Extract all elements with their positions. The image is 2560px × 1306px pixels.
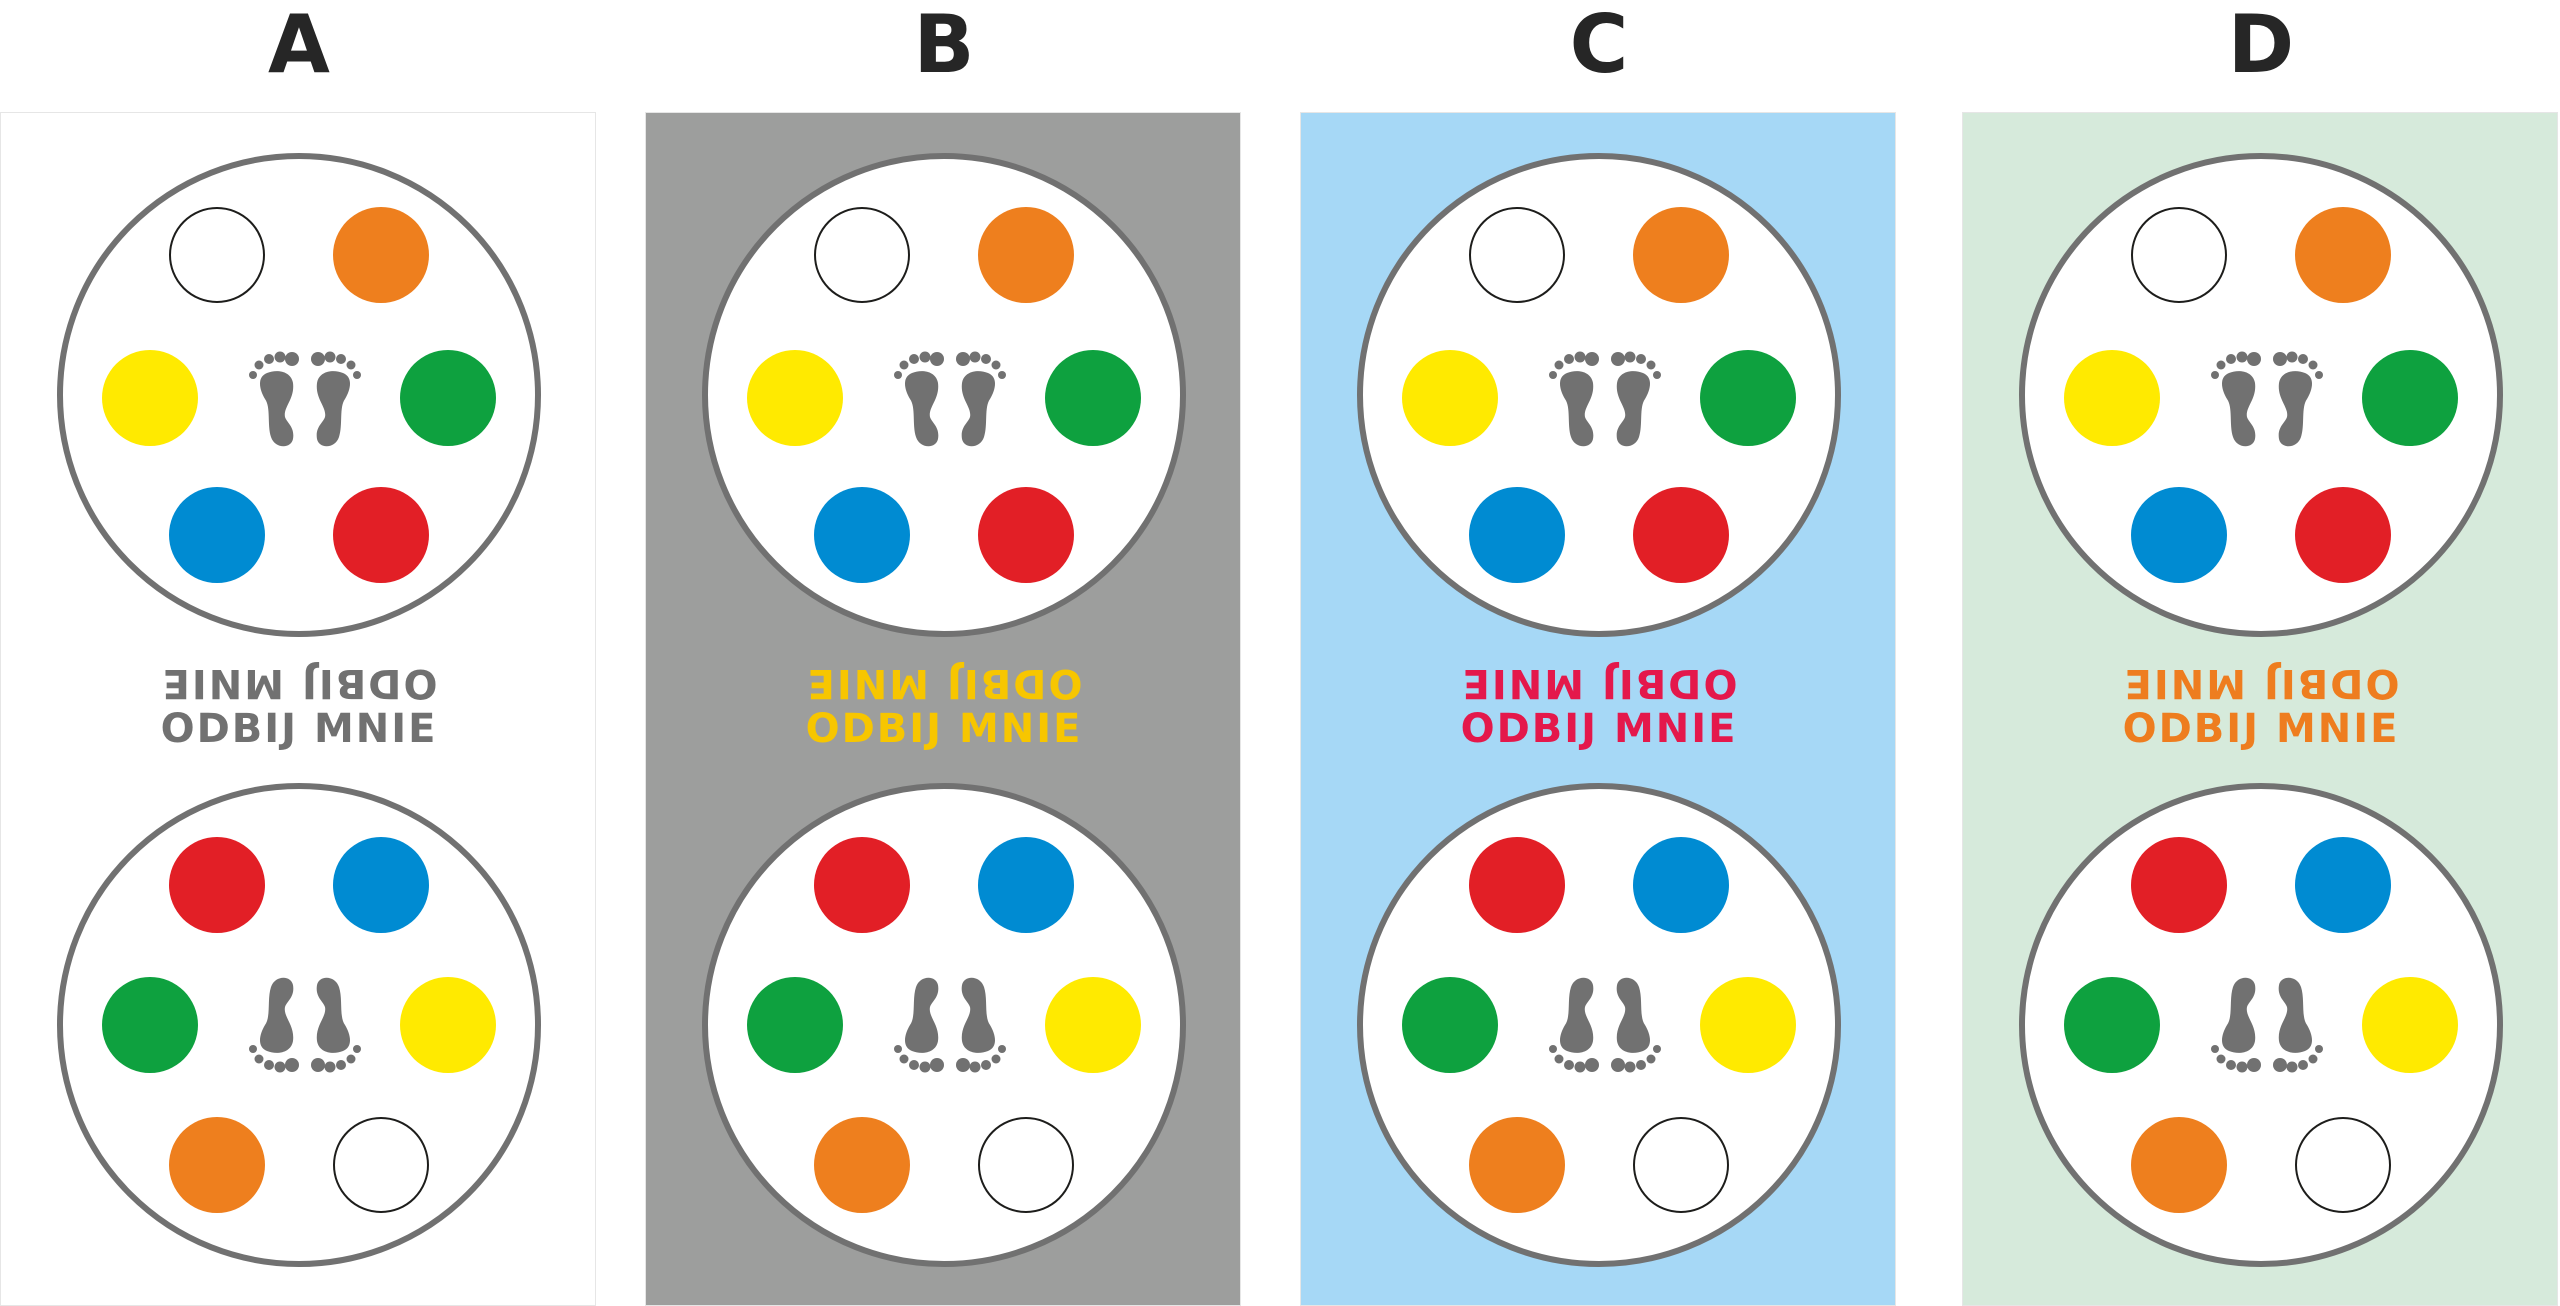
green-dot: [1402, 977, 1498, 1073]
slogan-text: ODBIJ MNIE: [1460, 706, 1738, 752]
variant-label: A: [268, 0, 330, 91]
yellow-dot: [747, 350, 843, 446]
variant-label: D: [2227, 0, 2295, 91]
red-dot: [169, 837, 265, 933]
slogan-text: ODBIJ MNIE: [805, 706, 1083, 752]
footprints-icon: [245, 337, 365, 457]
blue-dot: [1469, 487, 1565, 583]
green-dot: [747, 977, 843, 1073]
white-dot: [2131, 207, 2227, 303]
orange-dot: [169, 1117, 265, 1213]
slogan-text: ODBIJ MNIE: [2122, 706, 2400, 752]
red-dot: [1469, 837, 1565, 933]
white-dot: [1469, 207, 1565, 303]
footprints-icon: [245, 967, 365, 1087]
slogan-text-inverted: ODBIJ MNIE: [2122, 660, 2400, 706]
blue-dot: [978, 837, 1074, 933]
footprints-icon: [1545, 337, 1665, 457]
footprints-icon: [2207, 337, 2327, 457]
blue-dot: [333, 837, 429, 933]
white-dot: [978, 1117, 1074, 1213]
orange-dot: [814, 1117, 910, 1213]
orange-dot: [2131, 1117, 2227, 1213]
slogan-text: ODBIJ MNIE: [160, 706, 438, 752]
slogan-text-inverted: ODBIJ MNIE: [1460, 660, 1738, 706]
white-dot: [814, 207, 910, 303]
white-dot: [1633, 1117, 1729, 1213]
blue-dot: [2131, 487, 2227, 583]
orange-dot: [333, 207, 429, 303]
slogan-text-inverted: ODBIJ MNIE: [160, 660, 438, 706]
white-dot: [169, 207, 265, 303]
orange-dot: [1469, 1117, 1565, 1213]
yellow-dot: [1045, 977, 1141, 1073]
blue-dot: [1633, 837, 1729, 933]
red-dot: [814, 837, 910, 933]
red-dot: [2131, 837, 2227, 933]
red-dot: [2295, 487, 2391, 583]
green-dot: [1045, 350, 1141, 446]
yellow-dot: [2064, 350, 2160, 446]
target-circle: [1357, 153, 1841, 637]
green-dot: [2064, 977, 2160, 1073]
green-dot: [2362, 350, 2458, 446]
orange-dot: [1633, 207, 1729, 303]
white-dot: [2295, 1117, 2391, 1213]
green-dot: [1700, 350, 1796, 446]
target-circle: [702, 783, 1186, 1267]
target-circle: [57, 153, 541, 637]
target-circle: [2019, 153, 2503, 637]
yellow-dot: [1402, 350, 1498, 446]
variant-label: B: [913, 0, 975, 91]
variant-label: C: [1569, 0, 1629, 91]
yellow-dot: [102, 350, 198, 446]
red-dot: [978, 487, 1074, 583]
orange-dot: [2295, 207, 2391, 303]
yellow-dot: [2362, 977, 2458, 1073]
target-circle: [702, 153, 1186, 637]
footprints-icon: [890, 967, 1010, 1087]
orange-dot: [978, 207, 1074, 303]
green-dot: [400, 350, 496, 446]
blue-dot: [2295, 837, 2391, 933]
green-dot: [102, 977, 198, 1073]
yellow-dot: [1700, 977, 1796, 1073]
target-circle: [57, 783, 541, 1267]
white-dot: [333, 1117, 429, 1213]
footprints-icon: [890, 337, 1010, 457]
footprints-icon: [2207, 967, 2327, 1087]
target-circle: [2019, 783, 2503, 1267]
red-dot: [1633, 487, 1729, 583]
slogan-text-inverted: ODBIJ MNIE: [805, 660, 1083, 706]
footprints-icon: [1545, 967, 1665, 1087]
blue-dot: [814, 487, 910, 583]
target-circle: [1357, 783, 1841, 1267]
red-dot: [333, 487, 429, 583]
blue-dot: [169, 487, 265, 583]
yellow-dot: [400, 977, 496, 1073]
